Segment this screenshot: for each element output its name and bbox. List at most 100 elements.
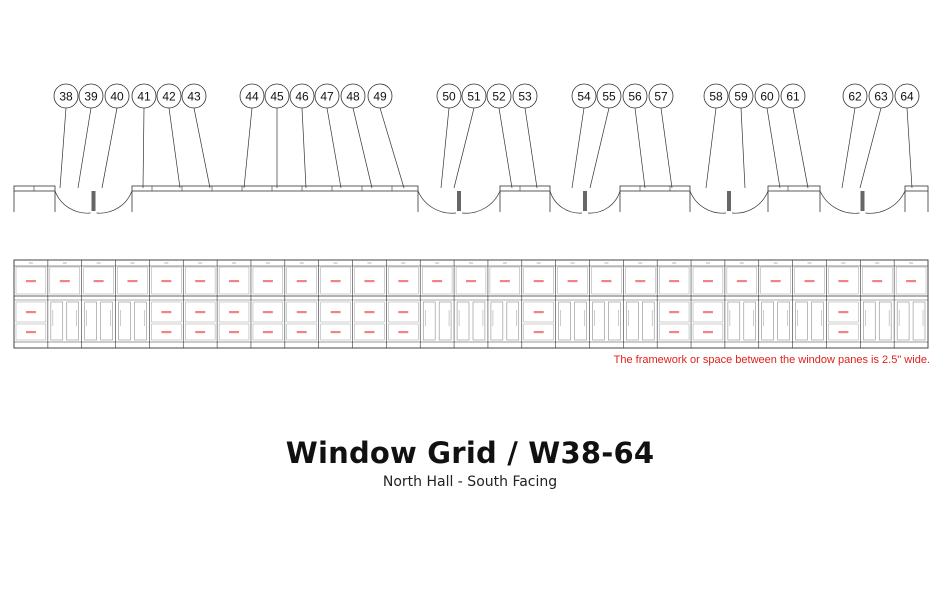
lower-door-panel [472,301,486,341]
upper-pane [320,266,351,295]
window-callout: 44 [239,83,265,109]
leader-line [326,107,342,189]
lower-door-panel [84,301,97,341]
window-number-label: 55 [602,90,616,104]
pane-label-mark [669,331,680,334]
lower-door-panel [811,301,824,341]
pane-label-mark [669,311,680,314]
pane-label-mark [262,280,273,283]
lower-door-panel [777,301,790,341]
upper-pane [557,266,588,295]
leader-line [352,107,373,189]
window-callout: 43 [181,83,207,109]
wall-segment [904,185,929,192]
pane-label-mark [398,331,409,334]
callout-circle [571,83,597,109]
lower-door-panel [438,301,452,341]
leader-line [571,107,585,189]
lower-pane [828,301,859,323]
wall-segment [619,185,691,192]
door-swing [54,190,91,214]
pane-label-mark [838,331,849,334]
leader-line [841,107,856,189]
wall-segment [499,185,551,192]
upper-pane [760,266,791,295]
window-number-label: 56 [628,90,642,104]
upper-pane [151,266,182,295]
lower-pane [15,323,47,341]
lower-pane [523,301,554,323]
wall-segment [767,185,821,192]
lower-door-panel [490,301,504,341]
lower-door-panel [878,301,892,341]
window-number-label: 41 [137,90,151,104]
door-post [860,191,865,211]
pane-label-mark [296,331,307,334]
window-callout: 58 [703,83,729,109]
leader-line [193,107,211,189]
callout-circle [53,83,79,109]
callout-circle [461,83,487,109]
lower-door-panel [727,301,741,341]
leader-line [379,107,405,189]
upper-pane [286,266,317,295]
door-post [457,191,461,211]
callout-circle [367,83,393,109]
lower-pane [320,301,351,323]
callout-circle [703,83,729,109]
door-swing [549,190,583,214]
leader-line [740,107,746,189]
door-post [91,191,96,211]
window-number-label: 45 [270,90,284,104]
pane-label-mark [330,311,341,314]
lower-door-panel [743,301,756,341]
callout-circle [78,83,104,109]
pane-label-mark [330,331,341,334]
window-callout: 56 [622,83,648,109]
door-swing [417,190,457,214]
door-swing [461,190,501,214]
callout-circle [131,83,157,109]
upper-pane [726,266,757,295]
window-callout: 54 [571,83,597,109]
lower-door-panel [863,301,876,341]
lower-pane [354,301,385,323]
lower-door-panel [795,301,808,341]
lower-door-panel [574,301,587,341]
callout-circle [104,83,130,109]
pane-label-mark [25,311,36,314]
leader-lines [59,107,913,189]
pane-label-mark [804,280,815,283]
window-number-label: 48 [346,90,360,104]
pane-label-mark [296,311,307,314]
leader-line [906,107,913,189]
window-number-label: 60 [760,90,774,104]
upper-pane [895,266,927,295]
lower-door-panel [134,301,147,341]
lower-door-panel [642,301,655,341]
callout-circle [156,83,182,109]
pane-label-mark [229,331,240,334]
window-callout: 38 [53,83,79,109]
lower-pane [354,323,385,341]
pane-label-mark [533,280,544,283]
upper-pane [422,266,453,295]
lower-door-panel [506,301,520,341]
window-number-label: 40 [110,90,124,104]
door-swing [731,190,769,214]
window-callout: 42 [156,83,182,109]
leader-line [243,107,253,189]
lower-pane [320,323,351,341]
lower-pane [218,301,250,323]
leader-line [859,107,882,189]
callout-circle [314,83,340,109]
callout-circle [436,83,462,109]
lower-pane [658,301,690,323]
window-callout: 41 [131,83,157,109]
upper-pane [658,266,690,295]
lower-door-panel [592,301,605,341]
drawing-subtitle: North Hall - South Facing [382,474,558,490]
lower-door-panel [66,301,79,341]
pane-label-mark [635,280,646,283]
